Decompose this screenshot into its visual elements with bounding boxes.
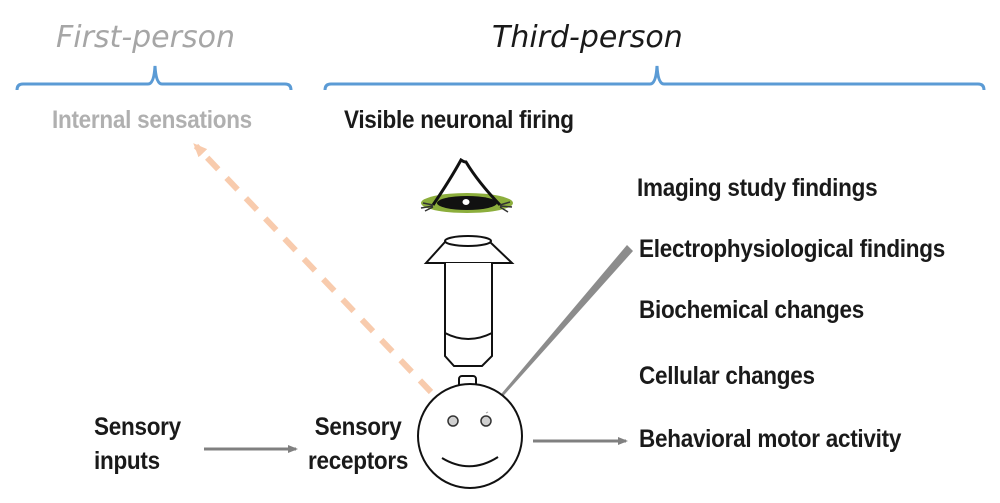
visible-neuronal-firing-label: Visible neuronal firing bbox=[344, 106, 574, 134]
internal-sensation-dashed-arrow bbox=[193, 143, 434, 395]
sensory-receptors-label: Sensory receptors bbox=[308, 410, 408, 478]
third-person-header: Third-person bbox=[492, 20, 683, 55]
third-person-bracket bbox=[323, 65, 986, 91]
behavioral-motor-activity-label: Behavioral motor activity bbox=[639, 425, 902, 453]
face-icon bbox=[417, 375, 523, 489]
internal-sensations-label: Internal sensations bbox=[52, 106, 252, 134]
biochemical-changes-label: Biochemical changes bbox=[639, 296, 864, 324]
electrode-icon bbox=[486, 245, 633, 413]
sensory-inputs-line2: inputs bbox=[94, 447, 160, 475]
first-person-header: First-person bbox=[56, 20, 235, 55]
sensory-inputs-line1: Sensory bbox=[94, 413, 181, 441]
microscope-icon bbox=[423, 235, 515, 367]
eye-icon bbox=[420, 157, 513, 213]
imaging-findings-label: Imaging study findings bbox=[637, 174, 878, 202]
sensory-inputs-label: Sensory inputs bbox=[94, 410, 181, 478]
cellular-changes-label: Cellular changes bbox=[639, 362, 815, 390]
sensory-receptors-line2: receptors bbox=[308, 447, 409, 475]
sensory-receptors-line1: Sensory bbox=[314, 413, 402, 441]
electrophysiological-findings-label: Electrophysiological findings bbox=[639, 235, 945, 263]
first-person-bracket bbox=[15, 65, 293, 91]
